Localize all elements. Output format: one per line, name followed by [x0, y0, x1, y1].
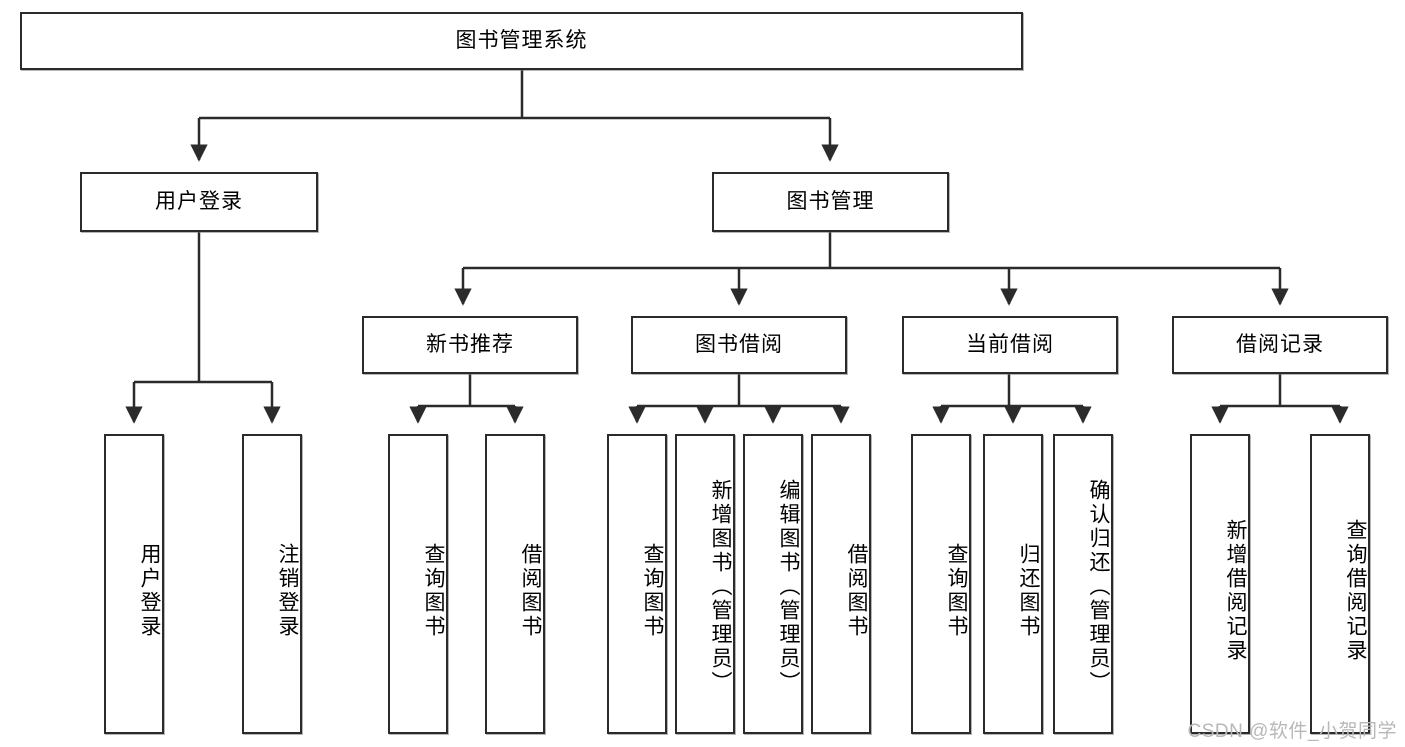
node-borrow-record[interactable]: 借阅记录 — [1172, 316, 1388, 374]
node-leaf-confirm-return[interactable]: 确认归还（管理员） — [1053, 434, 1113, 734]
node-leaf-add-book[interactable]: 新增图书（管理员） — [675, 434, 735, 734]
edges-root-to-level2 — [190, 70, 839, 162]
node-user-login-label: 用户登录 — [155, 190, 243, 214]
node-new-book-recommend[interactable]: 新书推荐 — [362, 316, 578, 374]
node-book-borrow-label: 图书借阅 — [695, 333, 783, 357]
edges-bookmanage-to-level3 — [454, 232, 1289, 306]
node-leaf-user-login[interactable]: 用户登录 — [104, 434, 164, 734]
node-leaf-logout[interactable]: 注销登录 — [242, 434, 302, 734]
node-book-manage[interactable]: 图书管理 — [712, 172, 949, 232]
node-leaf-edit-book[interactable]: 编辑图书（管理员） — [743, 434, 803, 734]
node-leaf-add-record-label: 新增借阅记录 — [1224, 519, 1247, 663]
node-leaf-add-book-label: 新增图书（管理员） — [709, 479, 732, 695]
node-leaf-query-book-2[interactable]: 查询图书 — [607, 434, 667, 734]
node-leaf-confirm-return-label: 确认归还（管理员） — [1087, 479, 1110, 695]
node-leaf-add-record[interactable]: 新增借阅记录 — [1190, 434, 1250, 734]
node-book-borrow[interactable]: 图书借阅 — [631, 316, 847, 374]
node-leaf-borrow-book-1-label: 借阅图书 — [519, 543, 542, 639]
node-leaf-borrow-book-2-label: 借阅图书 — [845, 543, 868, 639]
node-leaf-query-book-3-label: 查询图书 — [945, 543, 968, 639]
node-leaf-logout-label: 注销登录 — [276, 543, 299, 639]
edges-userlogin-to-leaves — [125, 232, 281, 424]
node-leaf-return-book[interactable]: 归还图书 — [983, 434, 1043, 734]
node-root-label: 图书管理系统 — [455, 29, 588, 53]
node-leaf-query-book-2-label: 查询图书 — [641, 543, 664, 639]
node-leaf-user-login-label: 用户登录 — [138, 543, 161, 639]
edges-record-to-leaves — [1211, 374, 1349, 424]
node-new-book-recommend-label: 新书推荐 — [426, 333, 514, 357]
node-current-borrow-label: 当前借阅 — [966, 333, 1054, 357]
node-current-borrow[interactable]: 当前借阅 — [902, 316, 1118, 374]
node-borrow-record-label: 借阅记录 — [1236, 333, 1324, 357]
node-leaf-borrow-book-2[interactable]: 借阅图书 — [811, 434, 871, 734]
node-leaf-edit-book-label: 编辑图书（管理员） — [777, 479, 800, 695]
node-user-login[interactable]: 用户登录 — [80, 172, 318, 232]
node-leaf-query-book-3[interactable]: 查询图书 — [911, 434, 971, 734]
node-leaf-query-book-1[interactable]: 查询图书 — [388, 434, 448, 734]
node-leaf-query-record[interactable]: 查询借阅记录 — [1310, 434, 1370, 734]
node-leaf-query-record-label: 查询借阅记录 — [1344, 519, 1367, 663]
node-book-manage-label: 图书管理 — [786, 190, 875, 214]
edges-recommend-to-leaves — [409, 374, 524, 424]
edges-borrow-to-leaves — [628, 374, 850, 424]
node-leaf-return-book-label: 归还图书 — [1017, 543, 1040, 639]
node-leaf-borrow-book-1[interactable]: 借阅图书 — [485, 434, 545, 734]
node-leaf-query-book-1-label: 查询图书 — [422, 543, 445, 639]
node-root[interactable]: 图书管理系统 — [20, 12, 1023, 70]
edges-current-to-leaves — [932, 374, 1092, 424]
